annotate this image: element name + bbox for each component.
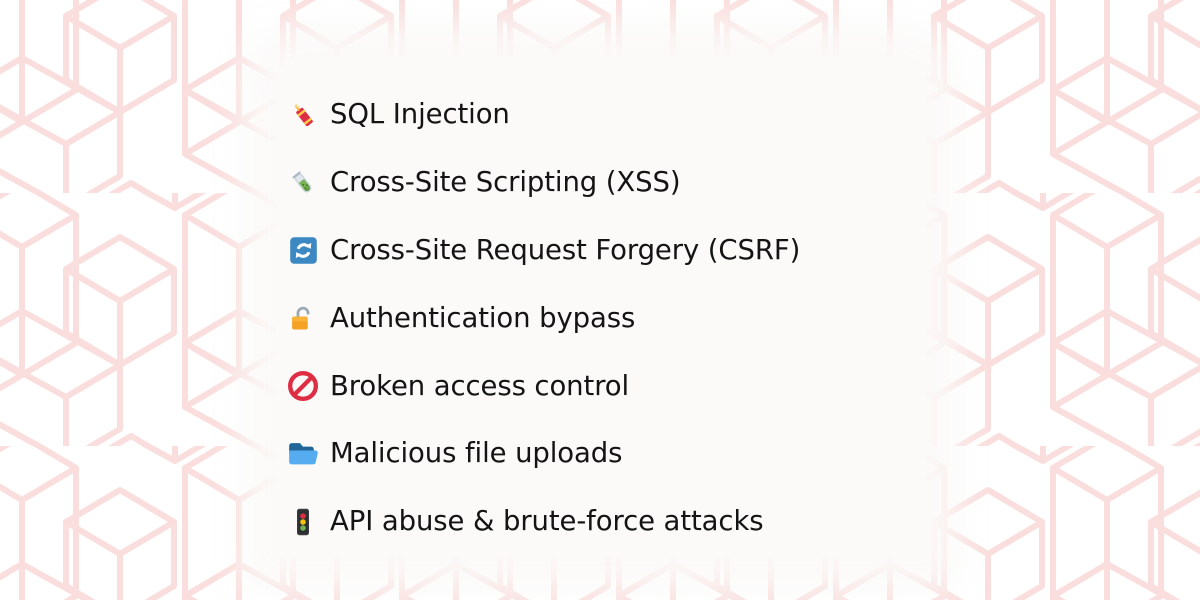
list-item[interactable]: Broken access control — [276, 352, 976, 420]
list-item-label: Authentication bypass — [330, 301, 636, 334]
list-item-label: Malicious file uploads — [330, 437, 623, 470]
list-item-label: Cross-Site Request Forgery (CSRF) — [330, 233, 801, 266]
open-file-folder-icon — [284, 437, 322, 471]
list-item-label: Broken access control — [330, 369, 630, 402]
vertical-traffic-light-icon — [284, 505, 322, 539]
list-item[interactable]: Authentication bypass — [276, 285, 976, 353]
list-item[interactable]: Cross-Site Request Forgery (CSRF) — [276, 217, 976, 285]
unlocked-padlock-icon — [284, 302, 322, 336]
vulnerability-list: SQL Injection Cross- — [276, 56, 976, 556]
list-item[interactable]: Cross-Site Scripting (XSS) — [276, 149, 976, 217]
list-item[interactable]: SQL Injection — [276, 81, 976, 149]
list-item[interactable]: Malicious file uploads — [276, 420, 976, 488]
firecracker-icon — [284, 98, 322, 132]
list-item-label: Cross-Site Scripting (XSS) — [330, 166, 681, 199]
list-item-label: SQL Injection — [330, 98, 510, 131]
counterclockwise-arrows-button-icon — [284, 234, 322, 268]
list-item[interactable]: API abuse & brute-force attacks — [276, 488, 976, 556]
prohibited-sign-icon — [284, 369, 322, 403]
test-tube-icon — [284, 166, 322, 200]
content-card — [276, 56, 926, 556]
list-item-label: API abuse & brute-force attacks — [330, 505, 764, 538]
